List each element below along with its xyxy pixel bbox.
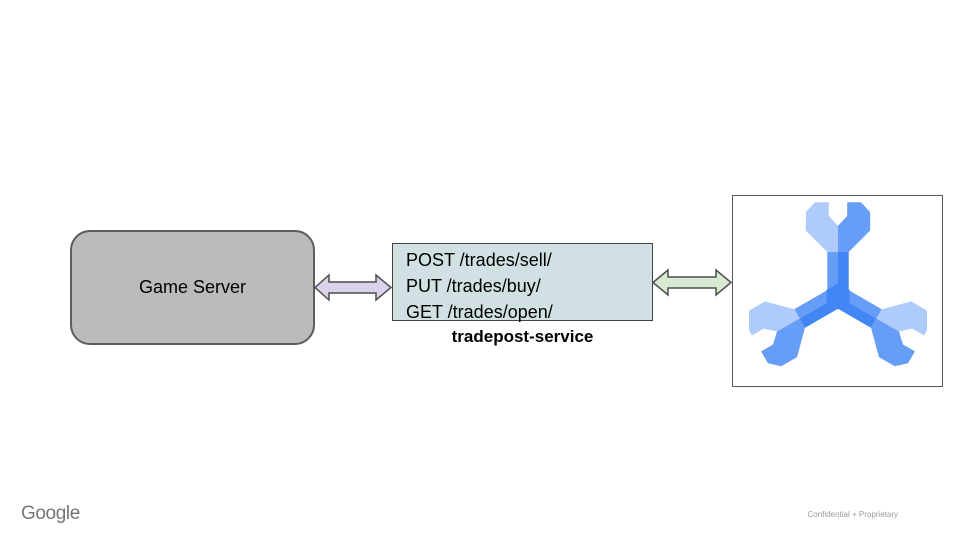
- service-name-label: tradepost-service: [451, 327, 594, 346]
- google-logo: Google: [21, 503, 80, 524]
- service-endpoints-node: POST /trades/sell/ PUT /trades/buy/ GET …: [392, 243, 653, 322]
- endpoint-line: GET /trades/open/: [406, 302, 553, 322]
- confidentiality-note: Confidential + Proprietary: [807, 510, 899, 519]
- left-double-arrow-icon: [314, 273, 392, 302]
- game-server-node: Game Server: [70, 230, 315, 345]
- left-double-arrow-shape: [314, 273, 392, 302]
- right-double-arrow-icon: [652, 268, 732, 297]
- endpoint-line: PUT /trades/buy/: [406, 276, 541, 296]
- right-double-arrow-shape: [652, 268, 732, 297]
- game-server-label: Game Server: [138, 277, 247, 297]
- cloud-spanner-icon: [748, 202, 927, 372]
- endpoint-line: POST /trades/sell/: [406, 250, 552, 270]
- spanner-box: [732, 195, 943, 387]
